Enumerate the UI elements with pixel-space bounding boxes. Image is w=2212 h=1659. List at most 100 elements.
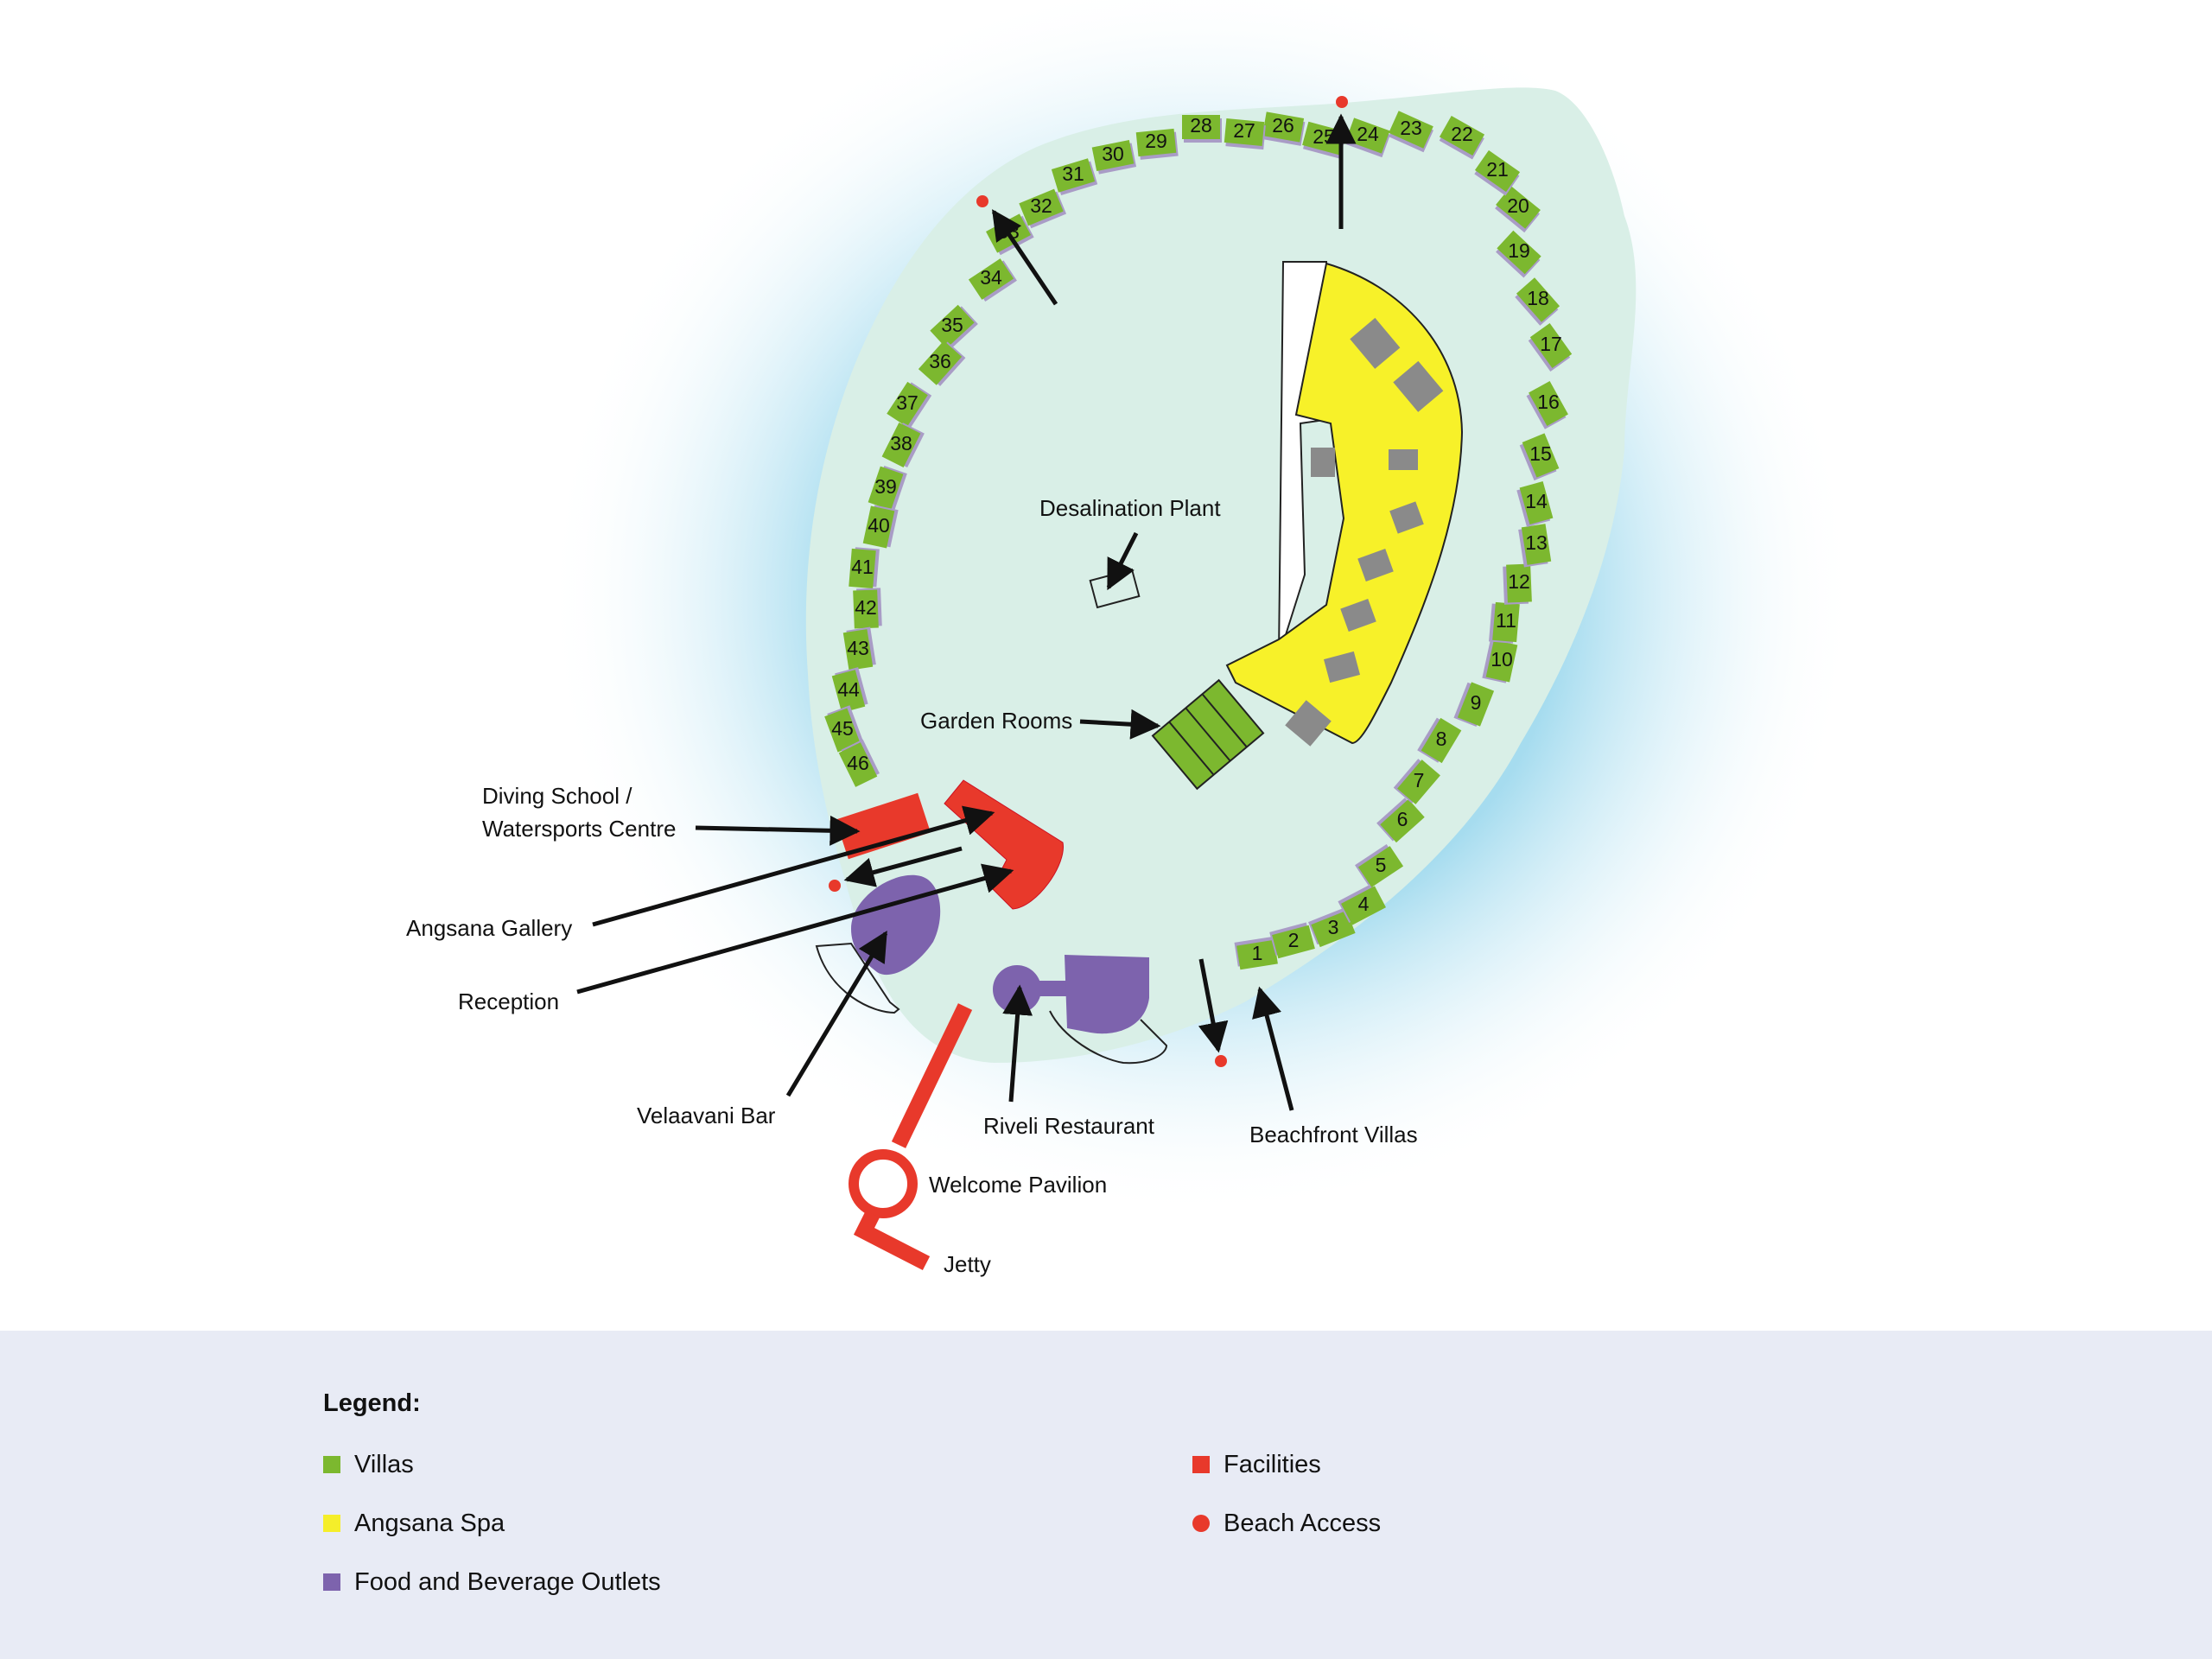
label-garden-rooms: Garden Rooms [920, 708, 1072, 734]
villa-block [1019, 188, 1064, 226]
villa-17: 17 [1528, 322, 1573, 372]
villa-block [1091, 139, 1135, 172]
villa-block [1497, 230, 1541, 275]
villa-number: 27 [1233, 119, 1255, 142]
villas-square-icon [323, 1456, 340, 1473]
villa-block [1262, 111, 1305, 143]
villa-1: 1 [1234, 937, 1278, 970]
spa-pavilions [1285, 317, 1444, 747]
villa-block [1135, 128, 1177, 157]
beach-access-circle-icon [1192, 1515, 1210, 1532]
villa-number: 40 [868, 514, 890, 537]
villa-block [1357, 846, 1404, 887]
riveli-connector [1037, 981, 1067, 996]
villa-number: 41 [851, 556, 874, 578]
villa-28: 28 [1182, 114, 1222, 143]
villa-27: 27 [1224, 118, 1266, 150]
villa-38: 38 [881, 423, 925, 467]
villa-6: 6 [1376, 798, 1425, 843]
villa-block [968, 258, 1014, 300]
villa-40: 40 [862, 505, 899, 549]
villa-block [887, 381, 928, 428]
villa-block [1341, 886, 1386, 925]
legend-label: Food and Beverage Outlets [354, 1567, 661, 1596]
villa-31: 31 [1051, 158, 1098, 196]
villa-block [1516, 277, 1560, 322]
villa-24: 24 [1345, 118, 1390, 158]
villa-block [842, 629, 874, 671]
villa-block [1492, 601, 1520, 643]
villa-45: 45 [824, 705, 863, 753]
villa-10: 10 [1482, 639, 1518, 683]
legend-label: Facilities [1224, 1450, 1321, 1478]
villa-block [1439, 115, 1485, 156]
villa-block [1397, 760, 1440, 804]
riveli-deck [1049, 1010, 1168, 1065]
villa-46: 46 [838, 739, 880, 787]
villa-39: 39 [868, 466, 907, 511]
legend-item-beach-access: Beach Access [1192, 1506, 1381, 1541]
villa-9: 9 [1453, 682, 1495, 727]
garden-rooms [1151, 678, 1265, 791]
villa-number: 15 [1529, 442, 1552, 465]
villa-20: 20 [1495, 186, 1541, 233]
villa-block [1474, 149, 1521, 193]
villa-block [853, 589, 879, 629]
villa-2: 2 [1269, 922, 1315, 959]
villa-number: 1 [1252, 942, 1263, 964]
villa-number: 11 [1496, 609, 1516, 632]
villa-8: 8 [1417, 717, 1462, 764]
legend-title: Legend: [323, 1389, 421, 1417]
villa-35: 35 [930, 304, 978, 350]
villa-number: 8 [1436, 728, 1447, 750]
villa-3: 3 [1308, 907, 1356, 948]
villa-block [1457, 682, 1495, 727]
villa-44: 44 [831, 667, 868, 713]
villas-layer: 1234567891011121314151617181920212223242… [824, 111, 1573, 970]
villa-19: 19 [1496, 230, 1541, 278]
villa-block [1522, 433, 1560, 478]
villa-number: 30 [1102, 143, 1124, 165]
legend-panel [0, 1331, 2212, 1659]
villa-number: 4 [1358, 893, 1370, 915]
villa-block [838, 742, 878, 787]
jetty-walkway [891, 1003, 973, 1148]
label-jetty: Jetty [944, 1251, 991, 1277]
villa-number: 26 [1272, 114, 1294, 137]
villa-32: 32 [1019, 188, 1067, 229]
villa-block [862, 505, 895, 549]
villa-block [849, 548, 876, 589]
villa-16: 16 [1526, 380, 1568, 429]
villa-block [824, 708, 861, 753]
villa-37: 37 [887, 381, 932, 428]
villa-number: 16 [1537, 391, 1560, 413]
villa-block [1051, 158, 1096, 193]
villa-block [1236, 939, 1278, 970]
villa-number: 42 [855, 596, 877, 619]
villa-13: 13 [1518, 524, 1552, 568]
villa-number: 6 [1397, 808, 1408, 830]
villa-number: 22 [1451, 123, 1473, 145]
villa-number: 31 [1062, 162, 1084, 185]
villa-number: 2 [1288, 929, 1300, 951]
label-diving-school-line2: Watersports Centre [482, 816, 676, 842]
villa-number: 43 [847, 637, 869, 659]
villa-number: 44 [837, 678, 860, 701]
villa-number: 19 [1508, 239, 1530, 262]
villa-26: 26 [1262, 111, 1306, 146]
villa-number: 36 [929, 350, 951, 372]
villa-11: 11 [1489, 601, 1520, 644]
villa-block [1311, 910, 1356, 948]
villa-number: 35 [941, 314, 963, 336]
villa-34: 34 [968, 258, 1017, 302]
label-angsana-gallery: Angsana Gallery [406, 915, 572, 941]
villa-14: 14 [1516, 481, 1554, 527]
villa-number: 25 [1313, 125, 1335, 148]
resort-map: 1234567891011121314151617181920212223242… [406, 0, 1858, 1277]
villa-4: 4 [1338, 883, 1386, 925]
villa-number: 23 [1400, 117, 1422, 139]
villa-29: 29 [1135, 128, 1179, 160]
villa-7: 7 [1393, 759, 1440, 804]
villa-block [868, 466, 904, 511]
legend-item-food-beverage: Food and Beverage Outlets [323, 1565, 661, 1599]
